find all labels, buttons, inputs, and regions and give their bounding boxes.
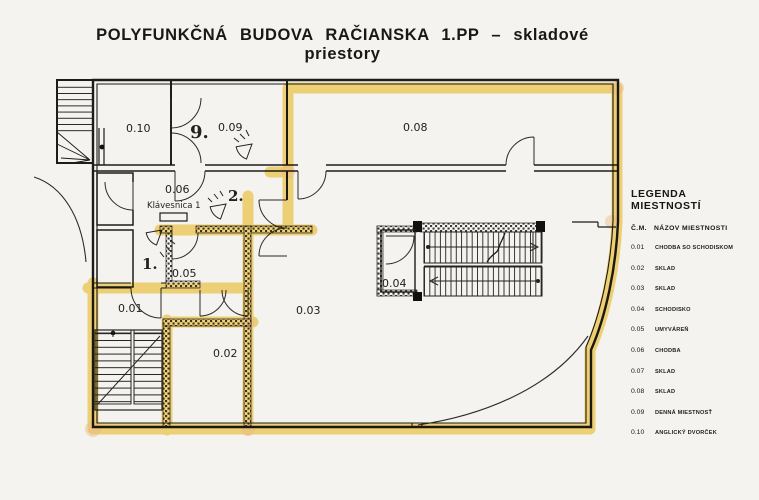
legend-room-name: CHODBA (655, 347, 681, 354)
site-curves (33, 176, 589, 426)
legend-row: 0.09 DENNÁ MIESTNOSŤ (631, 409, 757, 430)
legend-room-name: CHODBA SO SCHODISKOM (655, 245, 734, 251)
room-label-0-04: 0.04 (382, 277, 407, 290)
legend-col-num: Č.M. (631, 225, 647, 232)
legend-col-name: NÁZOV MIESTNOSTI (653, 225, 728, 232)
room-0-01-staircase (94, 329, 163, 411)
room-label-0-01: 0.01 (118, 302, 143, 315)
legend-row: 0.02 SKLAD (631, 265, 757, 286)
highlighter-marks (82, 81, 624, 437)
legend-room-number: 0.01 (631, 244, 645, 251)
room-label-0-09: 0.09 (218, 121, 243, 134)
legend-room-number: 0.07 (631, 367, 645, 375)
legend-room-number: 0.03 (631, 285, 645, 293)
room-label-0-06: 0.06 (165, 183, 190, 196)
keypad-label: Klávesnica 1 (147, 201, 201, 211)
legend-room-number: 0.06 (631, 346, 645, 354)
doors (104, 97, 535, 319)
legend-room-name: SKLAD (655, 389, 676, 396)
annotation-9: 9. (190, 122, 209, 143)
motion-sensor-icon (233, 129, 253, 160)
motion-sensor-icons (145, 129, 253, 258)
legend-room-name: SKLAD (655, 286, 676, 293)
legend-room-name: UMYVÁREŇ (655, 327, 689, 334)
room-label-0-05: 0.05 (172, 267, 197, 280)
legend-column-headers: Č.M. NÁZOV MIESTNOSTI (631, 225, 757, 232)
legend-room-number: 0.09 (631, 408, 645, 416)
legend-room-name: SKLAD (655, 265, 676, 272)
legend: LEGENDA MIESTNOSTÍ Č.M. NÁZOV MIESTNOSTI… (631, 188, 757, 450)
legend-row: 0.08 SKLAD (631, 388, 757, 409)
legend-row: 0.07 SKLAD (631, 368, 757, 389)
room-label-0-02: 0.02 (213, 347, 238, 360)
keypad-symbol (159, 212, 188, 222)
legend-row: 0.03 SKLAD (631, 285, 757, 306)
handwritten-annotations: 9. 2. 1. (142, 122, 244, 273)
legend-heading: LEGENDA MIESTNOSTÍ (631, 188, 702, 212)
wall-blocks (413, 221, 545, 301)
legend-row: 0.01 CHODBA SO SCHODISKOM (631, 244, 757, 265)
legend-row: 0.04 SCHODISKO (631, 306, 757, 327)
legend-room-name: DENNÁ MIESTNOSŤ (655, 409, 713, 416)
legend-row: 0.06 CHODBA (631, 347, 757, 368)
legend-room-name: SKLAD (655, 368, 676, 375)
motion-sensor-icon (145, 229, 176, 258)
drawing-title: POLYFUNKČNÁ BUDOVA RAČIANSKA 1.PP – skla… (96, 26, 589, 63)
legend-room-number: 0.04 (631, 305, 645, 313)
legend-row: 0.10 ANGLICKÝ DVORČEK (631, 429, 757, 450)
english-courtyard (56, 79, 105, 165)
legend-row: 0.05 UMYVÁREŇ (631, 326, 757, 347)
legend-room-number: 0.10 (631, 429, 645, 437)
room-label-0-10: 0.10 (126, 122, 151, 135)
motion-sensor-icon (207, 190, 227, 220)
legend-room-number: 0.02 (631, 264, 645, 272)
legend-room-name: SCHODISKO (655, 306, 691, 313)
room-label-0-08: 0.08 (403, 121, 428, 134)
central-staircase (423, 231, 543, 297)
legend-room-name: ANGLICKÝ DVORČEK (655, 430, 717, 437)
legend-room-number: 0.05 (631, 326, 645, 334)
annotation-2: 2. (228, 187, 244, 205)
legend-room-number: 0.08 (631, 388, 645, 396)
room-label-0-03: 0.03 (296, 304, 321, 317)
annotation-1: 1. (142, 255, 158, 273)
room-labels: 0.10 0.09 0.08 0.06 0.05 0.04 0.03 0.02 … (118, 121, 428, 360)
